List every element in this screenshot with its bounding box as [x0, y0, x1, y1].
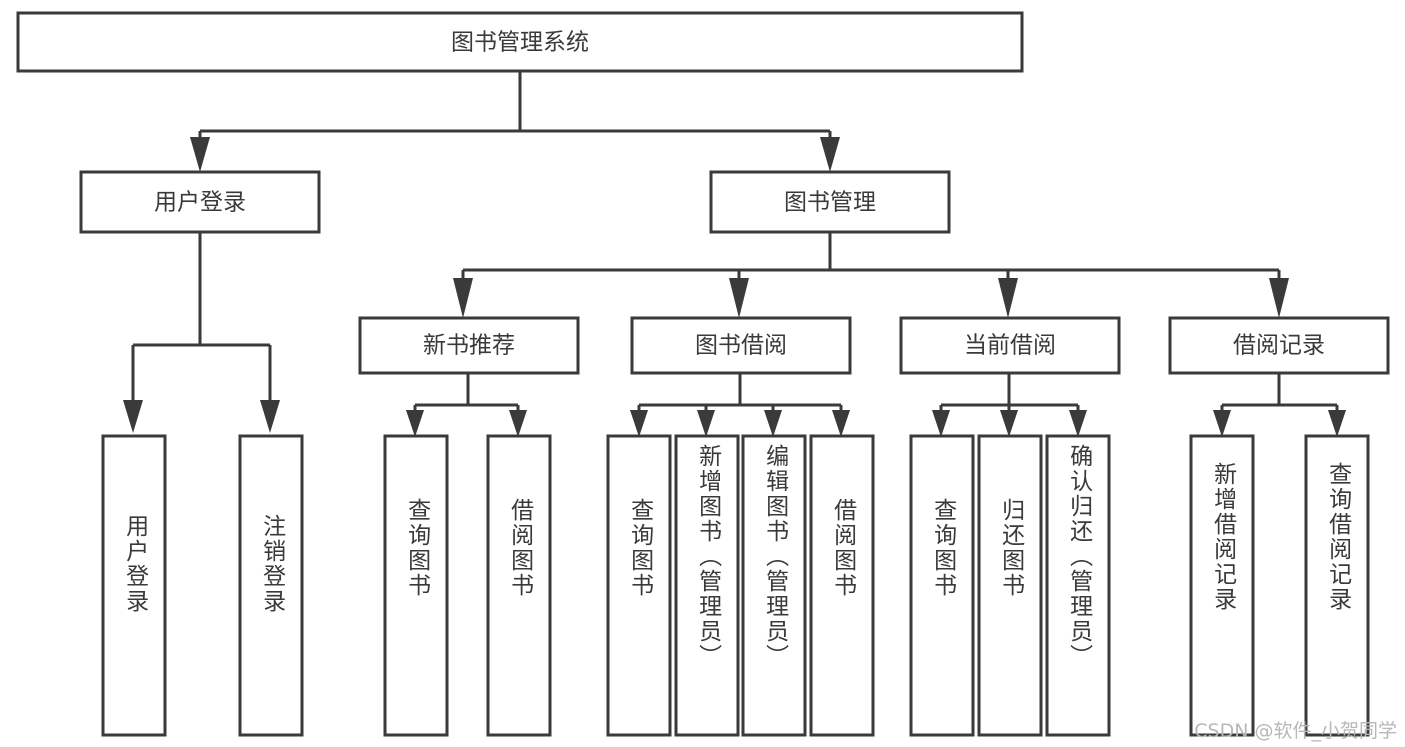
node-user-login-box[interactable] — [79, 170, 321, 234]
arrow-head-book-manage — [820, 137, 840, 172]
node-book-borrow-box[interactable] — [630, 316, 852, 375]
node-root-label: 图书管理系统 — [451, 30, 589, 56]
arrow-head-leaf-query-book-2 — [630, 410, 648, 437]
node-root[interactable]: 图书管理系统 — [16, 11, 1024, 73]
leaf-borrow-book-1-box[interactable] — [486, 434, 552, 737]
arrow-head-leaf-borrow-book-1 — [509, 410, 527, 437]
leaf-user-logout-box[interactable] — [238, 434, 304, 737]
node-book-manage-box[interactable] — [709, 170, 951, 234]
arrow-head-new-book-recommend — [453, 278, 473, 318]
node-root-box[interactable] — [16, 11, 1024, 73]
arrow-head-leaf-user-login — [123, 400, 143, 433]
arrow-head-leaf-confirm-return — [1069, 410, 1087, 437]
node-new-book-recommend-label: 新书推荐 — [423, 333, 515, 359]
node-new-book-recommend[interactable]: 新书推荐 — [358, 316, 580, 375]
node-book-borrow[interactable]: 图书借阅 — [630, 316, 852, 375]
node-borrow-record-label: 借阅记录 — [1233, 333, 1325, 359]
node-current-borrow[interactable]: 当前借阅 — [899, 316, 1121, 375]
leaf-confirm-return-box[interactable] — [1045, 434, 1111, 737]
leaf-user-login-box[interactable] — [101, 434, 167, 737]
arrow-head-leaf-query-book-3 — [932, 410, 950, 437]
node-book-manage[interactable]: 图书管理 — [709, 170, 951, 234]
leaf-query-record-box[interactable] — [1304, 434, 1370, 737]
leaf-layer — [101, 434, 1370, 737]
node-current-borrow-label: 当前借阅 — [964, 333, 1056, 359]
leaf-add-book-box[interactable] — [674, 434, 740, 737]
arrow-head-current-borrow — [998, 278, 1018, 318]
arrow-head-leaf-add-record — [1213, 410, 1231, 437]
arrow-head-borrow-record — [1269, 278, 1289, 318]
arrow-head-book-borrow — [729, 278, 749, 318]
node-book-borrow-label: 图书借阅 — [695, 333, 787, 359]
node-user-login-label: 用户登录 — [154, 190, 246, 216]
node-borrow-record[interactable]: 借阅记录 — [1168, 316, 1390, 375]
arrow-head-leaf-edit-book — [764, 410, 782, 437]
node-borrow-record-box[interactable] — [1168, 316, 1390, 375]
arrow-head-leaf-user-logout — [260, 400, 280, 433]
connector-layer — [123, 71, 1346, 437]
leaf-borrow-book-2-box[interactable] — [809, 434, 875, 737]
leaf-query-book-1-box[interactable] — [383, 434, 449, 737]
leaf-return-book-box[interactable] — [977, 434, 1043, 737]
node-user-login[interactable]: 用户登录 — [79, 170, 321, 234]
arrow-head-leaf-return-book — [1000, 410, 1018, 437]
arrow-head-user-login — [190, 137, 210, 172]
leaf-query-book-2-box[interactable] — [606, 434, 672, 737]
arrow-head-leaf-add-book — [697, 410, 715, 437]
arrow-head-leaf-borrow-book-2 — [832, 410, 850, 437]
node-book-manage-label: 图书管理 — [784, 190, 876, 216]
node-current-borrow-box[interactable] — [899, 316, 1121, 375]
leaf-add-record-box[interactable] — [1189, 434, 1255, 737]
leaf-query-book-3-box[interactable] — [909, 434, 975, 737]
node-new-book-recommend-box[interactable] — [358, 316, 580, 375]
arrow-head-leaf-query-book-1 — [406, 410, 424, 437]
arrow-head-leaf-query-record — [1328, 410, 1346, 437]
leaf-edit-book-box[interactable] — [741, 434, 807, 737]
